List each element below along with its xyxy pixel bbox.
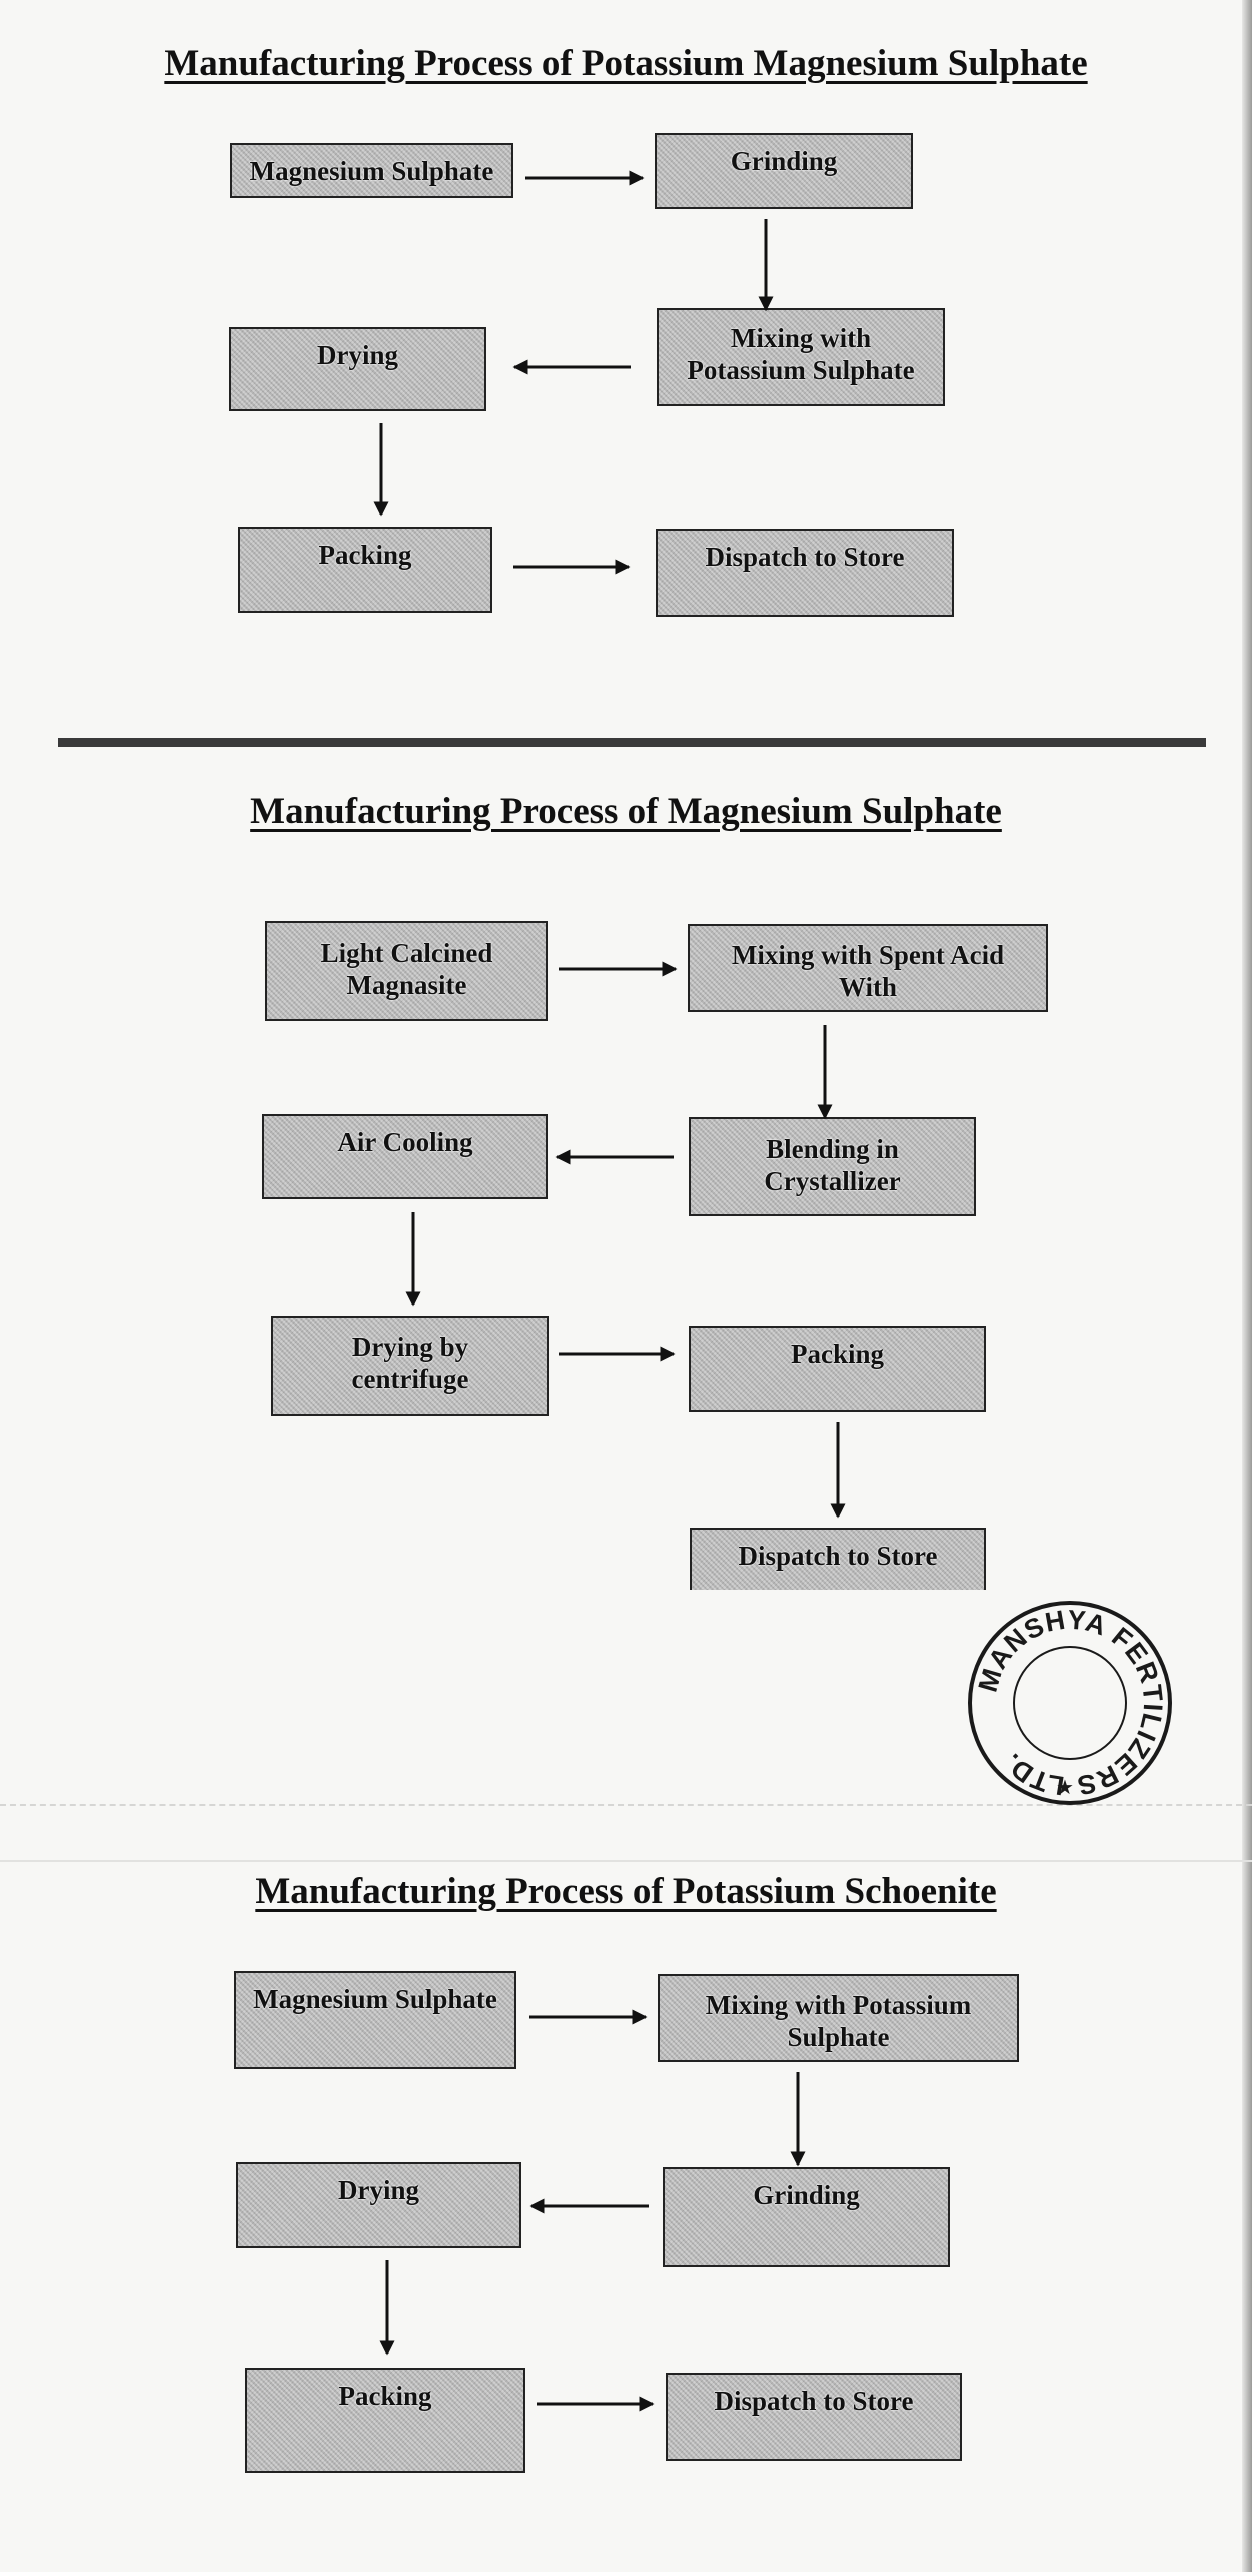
d2-step-mixing-label-2: With bbox=[838, 972, 897, 1002]
d1-step-grinding: Grinding bbox=[655, 133, 913, 209]
diagram1-title: Manufacturing Process of Potassium Magne… bbox=[164, 43, 1088, 84]
d2-step-packing-label: Packing bbox=[790, 1339, 884, 1369]
d3-step-mixing-label-1: Mixing with Potassium bbox=[705, 1990, 972, 2020]
d2-step-dispatch: Dispatch to Store bbox=[690, 1528, 986, 1590]
d2-step-mixing: Mixing with Spent Acid With bbox=[688, 924, 1048, 1012]
d2-step-packing: Packing bbox=[689, 1326, 986, 1412]
d3-step-magnesium-sulphate-label: Magnesium Sulphate bbox=[253, 1984, 497, 2014]
d2-step-dispatch-label: Dispatch to Store bbox=[738, 1541, 938, 1571]
d1-step-grinding-label: Grinding bbox=[730, 146, 838, 176]
section-divider bbox=[58, 738, 1206, 747]
d1-step-mixing-label-1: Mixing with bbox=[730, 323, 872, 353]
d2-step-drying-label-2: centrifuge bbox=[351, 1364, 469, 1394]
diagram2-title: Manufacturing Process of Magnesium Sulph… bbox=[250, 791, 1002, 832]
d3-step-mixing-label-2: Sulphate bbox=[787, 2022, 890, 2052]
d2-step-mixing-label-1: Mixing with Spent Acid bbox=[731, 940, 1005, 970]
d3-step-packing: Packing bbox=[245, 2368, 525, 2473]
d3-step-dispatch-label: Dispatch to Store bbox=[714, 2386, 914, 2416]
d3-step-dispatch: Dispatch to Store bbox=[666, 2373, 962, 2461]
d1-step-dispatch: Dispatch to Store bbox=[656, 529, 954, 617]
d1-step-mixing-label-2: Potassium Sulphate bbox=[687, 355, 915, 385]
page-edge-shadow bbox=[1242, 0, 1252, 2572]
d3-step-drying-label: Drying bbox=[338, 2175, 419, 2205]
d2-step-blending-label-2: Crystallizer bbox=[764, 1166, 901, 1196]
d3-step-magnesium-sulphate: Magnesium Sulphate bbox=[234, 1971, 516, 2069]
d1-step-magnesium-sulphate: Magnesium Sulphate bbox=[230, 143, 513, 198]
d2-step-drying-label-1: Drying by bbox=[351, 1332, 469, 1362]
d3-step-drying: Drying bbox=[236, 2162, 521, 2248]
d1-step-drying: Drying bbox=[229, 327, 486, 411]
d3-step-mixing: Mixing with Potassium Sulphate bbox=[658, 1974, 1019, 2062]
d2-step-air-cooling-label: Air Cooling bbox=[337, 1127, 473, 1157]
d1-step-mixing: Mixing with Potassium Sulphate bbox=[657, 308, 945, 406]
d1-step-magnesium-sulphate-label: Magnesium Sulphate bbox=[249, 156, 494, 186]
d2-step-blending-label-1: Blending in bbox=[766, 1134, 899, 1164]
diagram3-title: Manufacturing Process of Potassium Schoe… bbox=[255, 1871, 997, 1912]
d1-step-packing: Packing bbox=[238, 527, 492, 613]
d1-step-packing-label: Packing bbox=[318, 540, 412, 570]
d2-step-drying-centrifuge: Drying by centrifuge bbox=[271, 1316, 549, 1416]
d1-step-dispatch-label: Dispatch to Store bbox=[705, 542, 905, 572]
d2-step-blending: Blending in Crystallizer bbox=[689, 1117, 976, 1216]
page-fold-line bbox=[0, 1804, 1252, 1806]
d3-step-packing-label: Packing bbox=[338, 2381, 432, 2411]
stamp-star-icon: ★ bbox=[1056, 1775, 1074, 1799]
d1-step-drying-label: Drying bbox=[317, 340, 398, 370]
d3-step-grinding-label: Grinding bbox=[753, 2180, 860, 2210]
d2-step-light-calcined-magnasite: Light Calcined Magnasite bbox=[265, 921, 548, 1021]
d2-step-lcm-label-1: Light Calcined bbox=[320, 938, 493, 968]
d3-step-grinding: Grinding bbox=[663, 2167, 950, 2267]
page-fold-line-2 bbox=[0, 1860, 1252, 1862]
company-seal-stamp: MANSHYA FERTILIZERS LTD. ★ bbox=[968, 1601, 1172, 1805]
d2-step-air-cooling: Air Cooling bbox=[262, 1114, 548, 1199]
d2-step-lcm-label-2: Magnasite bbox=[346, 970, 467, 1000]
